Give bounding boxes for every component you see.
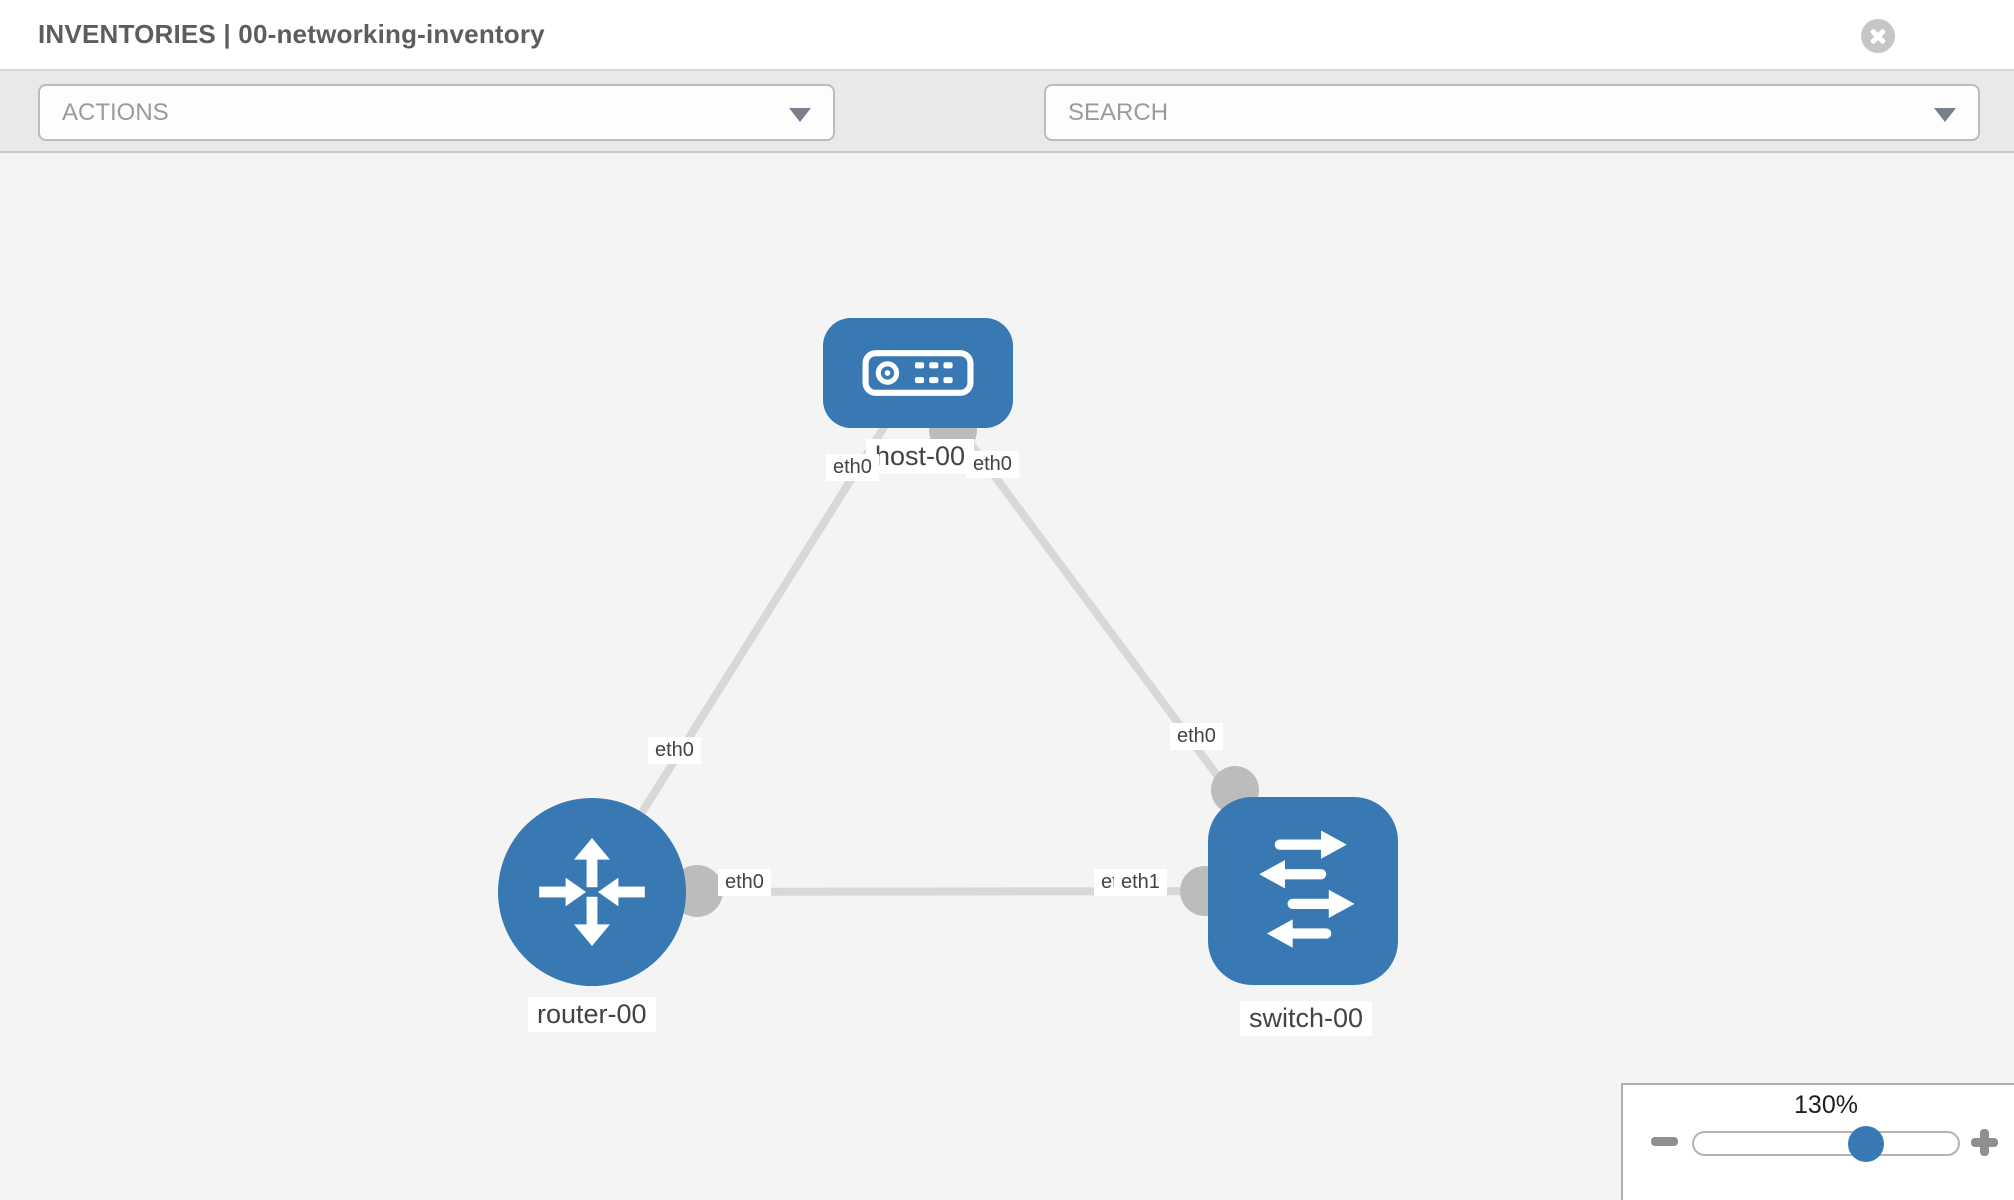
zoom-level-label: 130% xyxy=(1794,1091,1858,1119)
zoom-out-button[interactable] xyxy=(1651,1137,1678,1146)
page-title: INVENTORIES | 00-networking-inventory xyxy=(38,19,545,49)
actions-dropdown[interactable]: ACTIONS xyxy=(38,84,835,141)
node-host-00[interactable] xyxy=(823,318,1013,428)
node-label-host-00: host-00 xyxy=(866,439,975,475)
port-label-router-to-switch: eth0 xyxy=(718,869,771,896)
port-label-host-to-router: eth0 xyxy=(826,454,879,481)
node-router-00[interactable] xyxy=(498,798,686,986)
close-button[interactable] xyxy=(1861,19,1895,53)
toolbar: ACTIONS SEARCH xyxy=(0,71,2014,153)
host-device-icon xyxy=(862,350,974,396)
zoom-panel: 130% xyxy=(1621,1083,2014,1200)
zoom-slider-thumb[interactable] xyxy=(1848,1126,1884,1162)
node-label-switch-00: switch-00 xyxy=(1240,1001,1373,1037)
search-dropdown-placeholder: SEARCH xyxy=(1068,98,1169,126)
search-dropdown[interactable]: SEARCH xyxy=(1044,84,1980,141)
actions-dropdown-placeholder: ACTIONS xyxy=(62,98,169,126)
node-label-router-00: router-00 xyxy=(528,997,656,1033)
topology-canvas[interactable]: host-00 router-00 switch-00 eth0 eth0 et… xyxy=(0,153,2014,1200)
port-label-switch-to-host: eth0 xyxy=(1170,723,1223,750)
links-layer xyxy=(588,370,1307,917)
router-arrows-icon xyxy=(539,838,645,946)
zoom-slider-track[interactable] xyxy=(1692,1131,1960,1156)
zoom-in-button[interactable] xyxy=(1971,1129,1998,1156)
port-label-host-to-switch: eth0 xyxy=(966,451,1019,478)
header-bar: INVENTORIES | 00-networking-inventory xyxy=(0,0,2014,71)
node-switch-00[interactable] xyxy=(1208,797,1398,985)
switch-arrows-icon xyxy=(1259,830,1355,948)
port-label-router-to-host: eth0 xyxy=(648,737,701,764)
port-label-switch-to-router: eth1 xyxy=(1114,869,1167,896)
chevron-down-icon xyxy=(789,108,811,122)
chevron-down-icon xyxy=(1934,108,1956,122)
